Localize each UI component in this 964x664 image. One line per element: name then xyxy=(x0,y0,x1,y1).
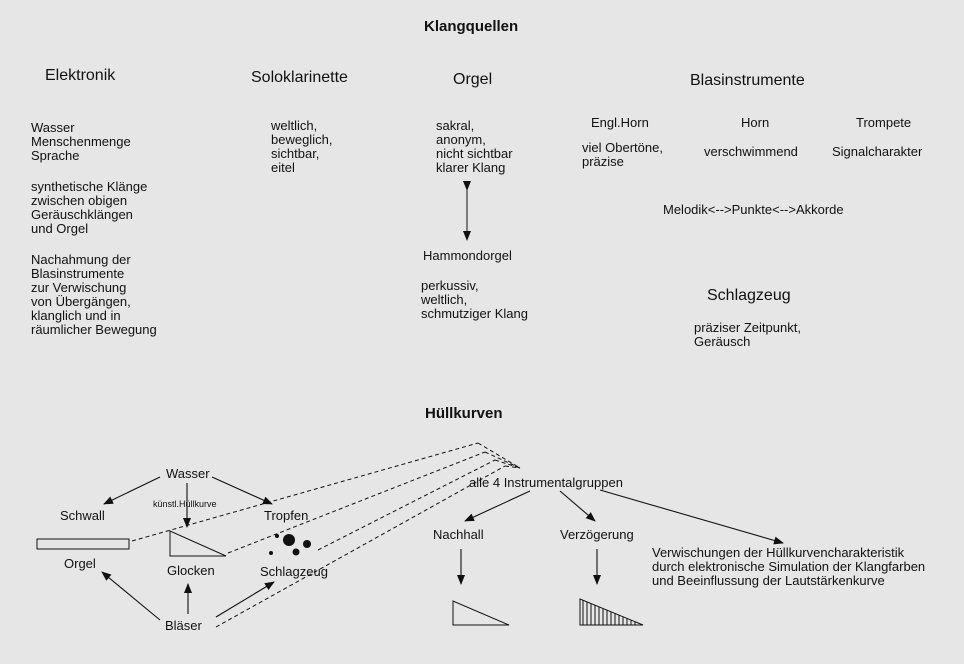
verzoegerung-envelope-shape xyxy=(579,598,644,626)
heading-orgel: Orgel xyxy=(453,71,493,88)
label-glocken: Glocken xyxy=(167,563,215,578)
arrow-wasser-schwall xyxy=(103,476,161,505)
label-engl-horn: Engl.Horn xyxy=(591,115,649,130)
arrow-blaeser-orgel xyxy=(101,571,161,621)
tropfen-dot xyxy=(303,540,311,548)
horn-text: verschwimmend xyxy=(704,144,798,159)
elektronik-imitation: Nachahmung der Blasinstrumente zur Verwi… xyxy=(31,252,157,337)
label-blaeser: Bläser xyxy=(165,618,202,633)
arrow-to-verzoegerung xyxy=(559,490,596,522)
label-verzoegerung: Verzögerung xyxy=(560,527,634,542)
tropfen-dot xyxy=(269,551,273,555)
trompete-text: Signalcharakter xyxy=(832,144,923,159)
label-horn: Horn xyxy=(741,115,770,130)
tropfen-dot xyxy=(292,548,300,556)
label-orgel-envelope: Orgel xyxy=(64,556,96,571)
arrow-to-verwischung xyxy=(599,489,784,545)
arrow-blaeser-schlagzeug xyxy=(215,581,275,618)
label-nachhall: Nachhall xyxy=(433,527,484,542)
schwall-envelope-shape xyxy=(36,538,130,550)
arrow-to-nachhall xyxy=(464,490,531,522)
verwischung-text: Verwischungen der Hüllkurvencharakterist… xyxy=(652,545,926,588)
nachhall-envelope-shape xyxy=(452,600,510,626)
hammondorgel-text: perkussiv, weltlich, schmutziger Klang xyxy=(421,278,528,321)
glocken-envelope-shape xyxy=(169,530,227,557)
melodik-text: Melodik<-->Punkte<-->Akkorde xyxy=(663,202,844,217)
tropfen-dot xyxy=(283,534,295,546)
heading-blasinstrumente: Blasinstrumente xyxy=(690,72,805,89)
heading-schlagzeug: Schlagzeug xyxy=(707,287,791,304)
label-wasser: Wasser xyxy=(166,466,210,481)
elektronik-sources: Wasser Menschenmenge Sprache xyxy=(31,120,131,163)
label-schwall: Schwall xyxy=(60,508,105,523)
elektronik-synthetic: synthetische Klänge zwischen obigen Gerä… xyxy=(31,179,148,236)
title-huellkurven: Hüllkurven xyxy=(425,405,503,422)
label-schlagzeug-envelope: Schlagzeug xyxy=(260,564,328,579)
label-kuenstl-huellkurve: künstl.Hüllkurve xyxy=(153,499,217,509)
tropfen-dot xyxy=(275,534,279,538)
soloklarinette-text: weltlich, beweglich, sichtbar, eitel xyxy=(271,118,333,175)
heading-soloklarinette: Soloklarinette xyxy=(251,69,348,86)
label-trompete: Trompete xyxy=(856,115,912,130)
engl-horn-text: viel Obertöne, präzise xyxy=(582,140,663,169)
label-tropfen: Tropfen xyxy=(264,508,309,523)
orgel-text: sakral, anonym, nicht sichtbar klarer Kl… xyxy=(436,118,513,175)
heading-hammondorgel: Hammondorgel xyxy=(423,248,512,263)
dashed-connectors xyxy=(131,442,521,628)
arrow-wasser-tropfen xyxy=(211,476,273,505)
label-alle-instrumentalgruppen: alle 4 Instrumentalgruppen xyxy=(469,475,623,490)
title-klangquellen: Klangquellen xyxy=(424,18,519,35)
schlagzeug-text: präziser Zeitpunkt, Geräusch xyxy=(694,320,801,349)
heading-elektronik: Elektronik xyxy=(45,67,116,84)
